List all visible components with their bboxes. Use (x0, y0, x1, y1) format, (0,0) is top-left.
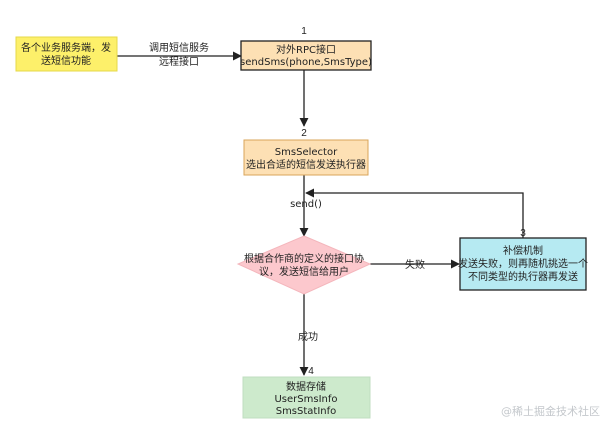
node-decision: 根据合作商的定义的接口协 议，发送短信给用户 (236, 235, 372, 295)
node-fallback: 3 补偿机制 发送失败，则再随机挑选一个 不同类型的执行器再发送 (458, 228, 588, 291)
node-rpc-line-1: 对外RPC接口 (276, 43, 336, 56)
edge-fail-label: 失败 (405, 258, 425, 271)
node-rpc-line-2: sendSms(phone,SmsType) (240, 57, 372, 68)
node-decision-line-2: 议，发送短信给用户 (259, 265, 349, 278)
node-caller: 各个业务服务端，发 送短信功能 (15, 36, 118, 72)
edge-send-label: send() (290, 199, 322, 210)
node-selector-line-1: SmsSelector (275, 147, 338, 158)
node-storage-line-2: UserSmsInfo (274, 394, 337, 405)
node-storage: 4 数据存储 UserSmsInfo SmsStatInfo (242, 366, 371, 419)
edge-decision-fallback: 失败 (370, 258, 460, 271)
node-selector: 2 SmsSelector 选出合适的短信发送执行器 (243, 128, 369, 176)
node-storage-number: 4 (308, 366, 314, 377)
node-selector-line-2: 选出合适的短信发送执行器 (246, 158, 366, 171)
node-fallback-line-3: 不同类型的执行器再发送 (468, 270, 578, 283)
watermark-text: @稀土掘金技术社区 (501, 404, 600, 418)
edge-call-label-line-1: 调用短信服务 (149, 41, 209, 54)
edge-decision-storage: 成功 (298, 294, 318, 376)
node-selector-number: 2 (301, 128, 307, 139)
edge-selector-decision: send() (290, 175, 322, 237)
node-storage-line-3: SmsStatInfo (276, 406, 337, 417)
edge-call-rpc: 调用短信服务 远程接口 (117, 41, 242, 68)
node-rpc-number: 1 (301, 26, 307, 37)
node-caller-line-2: 送短信功能 (41, 54, 91, 67)
node-fallback-line-2: 发送失败，则再随机挑选一个 (458, 257, 588, 270)
node-fallback-line-1: 补偿机制 (503, 244, 543, 257)
node-decision-line-1: 根据合作商的定义的接口协 (244, 252, 364, 265)
edge-success-label: 成功 (298, 331, 318, 343)
node-fallback-number: 3 (520, 228, 526, 239)
node-caller-line-1: 各个业务服务端，发 (21, 41, 111, 54)
edge-call-label-line-2: 远程接口 (159, 55, 199, 68)
node-rpc: 1 对外RPC接口 sendSms(phone,SmsType) (240, 26, 372, 71)
edge-fallback-loop (305, 188, 524, 238)
node-storage-line-1: 数据存储 (286, 380, 326, 393)
